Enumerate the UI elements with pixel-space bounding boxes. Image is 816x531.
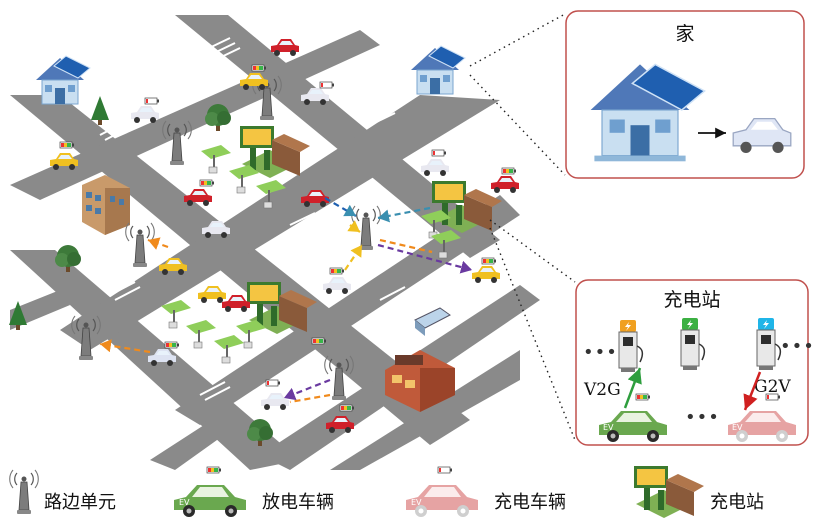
city-map	[9, 14, 575, 470]
house-icon	[36, 56, 90, 104]
legend-roadside-unit-label: 路边单元	[44, 492, 116, 513]
roadside-unit-icon	[352, 206, 381, 250]
home-panel: 家	[566, 11, 804, 178]
legend-charging-vehicle: EV 充电车辆	[406, 467, 566, 517]
charging-car-icon: EV	[406, 485, 478, 517]
house-icon	[411, 46, 465, 94]
station-panel-title: 充电站	[663, 289, 720, 311]
legend-discharging-vehicle: EV 放电车辆	[174, 467, 334, 517]
legend: 路边单元 EV 放电车辆 EV 充电车辆	[10, 466, 764, 518]
charging-station-icon	[634, 466, 704, 518]
battery-full-icon	[636, 394, 650, 400]
tree-icon	[91, 96, 109, 125]
legend-charging-station: 充电站	[634, 466, 764, 518]
battery-low-icon	[766, 394, 780, 400]
legend-charging-station-label: 充电站	[710, 492, 764, 513]
panel-discharge-car-badge: EV	[603, 423, 614, 432]
legend-charging-vehicle-label: 充电车辆	[494, 492, 566, 513]
roadside-unit-icon	[126, 223, 155, 267]
charger-ellipsis-right: •••	[780, 336, 815, 357]
battery-full-icon	[207, 467, 221, 473]
charger-ellipsis-left: •••	[583, 342, 618, 363]
legend-roadside-unit: 路边单元	[10, 470, 116, 514]
panel-charge-car-badge: EV	[732, 423, 743, 432]
v2g-label: V2G	[583, 380, 621, 400]
discharging-car-badge: EV	[179, 498, 190, 507]
station-panel: 充电站 ••• ••• V2	[576, 280, 815, 445]
bus-icon	[415, 308, 450, 336]
charging-car-badge: EV	[411, 498, 422, 507]
roadside-unit-icon	[10, 470, 39, 514]
discharging-car-icon: EV	[174, 485, 246, 517]
legend-discharging-vehicle-label: 放电车辆	[262, 492, 334, 513]
home-panel-title: 家	[675, 23, 694, 45]
battery-low-icon	[438, 467, 452, 473]
car-ellipsis: •••	[685, 407, 720, 428]
